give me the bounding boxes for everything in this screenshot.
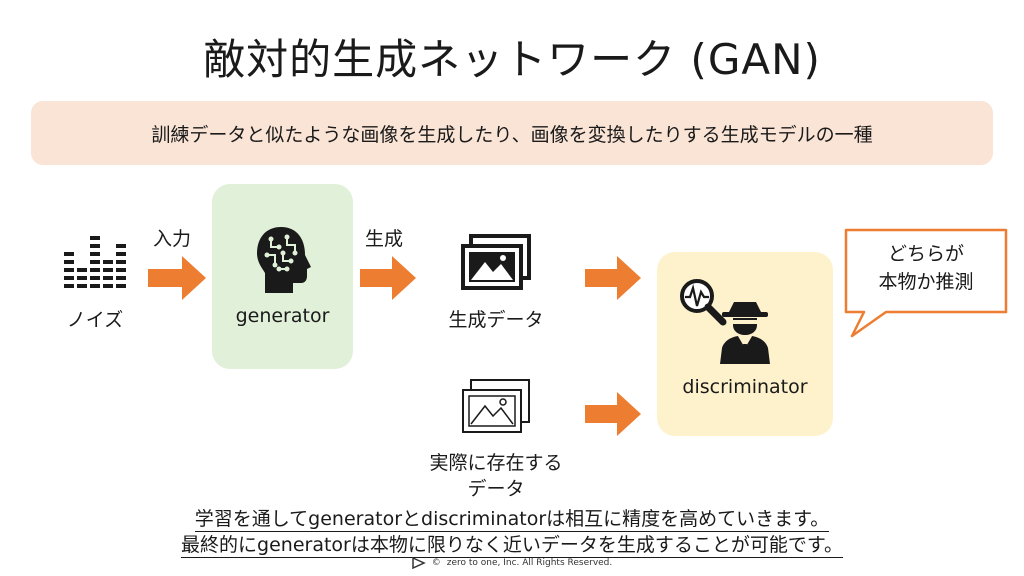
input-arrow — [148, 256, 206, 300]
discriminator-label: discriminator — [682, 376, 808, 398]
generated-data-label: 生成データ — [448, 309, 544, 331]
real-to-discriminator-arrow — [585, 392, 641, 436]
summary-line-2-text: 最終的にgeneratorは本物に限りなく近いデータを生成することが可能です。 — [181, 534, 843, 558]
noise-icon — [64, 236, 126, 288]
summary-line-2: 最終的にgeneratorは本物に限りなく近いデータを生成することが可能です。 — [0, 530, 1024, 558]
speech-bubble-line1: どちらが — [887, 243, 964, 265]
noise-label: ノイズ — [66, 309, 124, 331]
speech-bubble-text: どちらが 本物か推測 — [853, 240, 999, 296]
speech-bubble-line2: 本物か推測 — [878, 271, 974, 293]
description-banner: 訓練データと似たような画像を生成したり、画像を変換したりする生成モデルの一種 — [31, 101, 993, 165]
generated-to-discriminator-arrow — [585, 256, 641, 300]
real-image-icon — [462, 379, 530, 433]
footer: © zero to one, Inc. All Rights Reserved. — [0, 557, 1024, 569]
summary-line-1: 学習を通してgeneratorとdiscriminatorは相互に精度を高めてい… — [0, 504, 1024, 532]
input-label: 入力 — [152, 228, 191, 250]
real-data-label: 実際に存在する データ — [410, 450, 582, 502]
generate-arrow — [360, 256, 416, 300]
summary-line-1-text: 学習を通してgeneratorとdiscriminatorは相互に精度を高めてい… — [194, 508, 830, 532]
page-title: 敵対的生成ネットワーク (GAN) — [203, 35, 821, 84]
brain-head-icon — [257, 227, 311, 293]
generated-image-icon — [461, 234, 531, 290]
generator-label: generator — [235, 305, 330, 327]
real-data-label-line1: 実際に存在する — [429, 452, 563, 474]
copyright-text: zero to one, Inc. All Rights Reserved. — [446, 558, 613, 568]
copyright-symbol: © — [431, 558, 441, 568]
magnifier-waveform-icon — [680, 279, 727, 326]
description-text: 訓練データと似たような画像を生成したり、画像を変換したりする生成モデルの一種 — [151, 123, 873, 146]
detective-icon — [720, 302, 770, 364]
speech-bubble — [844, 228, 1008, 338]
real-data-label-line2: データ — [467, 478, 525, 500]
company-logo-icon — [411, 557, 426, 569]
generate-label: 生成 — [364, 228, 403, 250]
